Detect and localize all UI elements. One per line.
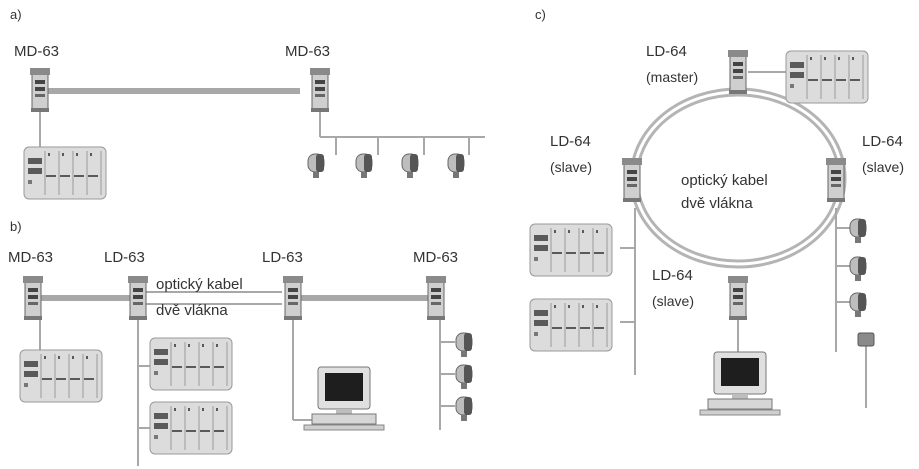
- label-b-fiber-line2: dvě vlákna: [156, 302, 228, 319]
- computer-icon: [699, 351, 781, 416]
- modem-icon: [127, 275, 149, 321]
- panel-b-connections: [39, 291, 455, 466]
- panel-a-connections: [39, 88, 485, 155]
- label-c-right-line2: (slave): [862, 159, 904, 175]
- sensor-icon: [447, 153, 465, 179]
- sensor-icon: [849, 292, 867, 318]
- sensor-icon: [355, 153, 373, 179]
- label-c-left-line2: (slave): [550, 159, 592, 175]
- sensor-icon: [307, 153, 325, 179]
- probe-icon: [857, 332, 875, 347]
- panel-b-tag: b): [10, 219, 22, 234]
- label-c-left-line1: LD-64: [550, 133, 591, 150]
- plc-rack-icon: [19, 349, 103, 403]
- sensor-icon: [455, 396, 473, 422]
- label-b-ld-left: LD-63: [104, 249, 145, 266]
- computer-icon: [303, 366, 385, 431]
- modem-icon: [282, 275, 304, 321]
- modem-icon: [727, 275, 749, 321]
- label-b-fiber-line1: optický kabel: [156, 276, 243, 293]
- sensor-icon: [401, 153, 419, 179]
- panel-a-tag: a): [10, 7, 22, 22]
- plc-rack-icon: [149, 337, 233, 391]
- plc-rack-icon: [785, 50, 869, 104]
- label-b-ld-right: LD-63: [262, 249, 303, 266]
- label-a-md-right: MD-63: [285, 43, 330, 60]
- label-c-bottom-line2: (slave): [652, 293, 694, 309]
- modem-icon: [825, 157, 847, 203]
- plc-rack-icon: [529, 298, 613, 352]
- modem-icon: [22, 275, 44, 321]
- label-a-md-left: MD-63: [14, 43, 59, 60]
- plc-rack-icon: [23, 146, 107, 200]
- label-c-right-line1: LD-64: [862, 133, 903, 150]
- sensor-icon: [849, 218, 867, 244]
- label-b-md-left: MD-63: [8, 249, 53, 266]
- modem-icon: [309, 67, 331, 113]
- label-c-master-line2: (master): [646, 69, 698, 85]
- modem-icon: [621, 157, 643, 203]
- modem-icon: [425, 275, 447, 321]
- label-c-fiber-line2: dvě vlákna: [681, 195, 753, 212]
- label-c-bottom-line1: LD-64: [652, 267, 693, 284]
- modem-icon: [727, 49, 749, 95]
- sensor-icon: [455, 364, 473, 390]
- sensor-icon: [455, 332, 473, 358]
- label-c-fiber-line1: optický kabel: [681, 172, 768, 189]
- plc-rack-icon: [149, 401, 233, 455]
- label-c-master-line1: LD-64: [646, 43, 687, 60]
- label-b-md-right: MD-63: [413, 249, 458, 266]
- modem-icon: [29, 67, 51, 113]
- panel-c-tag: c): [535, 7, 546, 22]
- plc-rack-icon: [529, 223, 613, 277]
- sensor-icon: [849, 256, 867, 282]
